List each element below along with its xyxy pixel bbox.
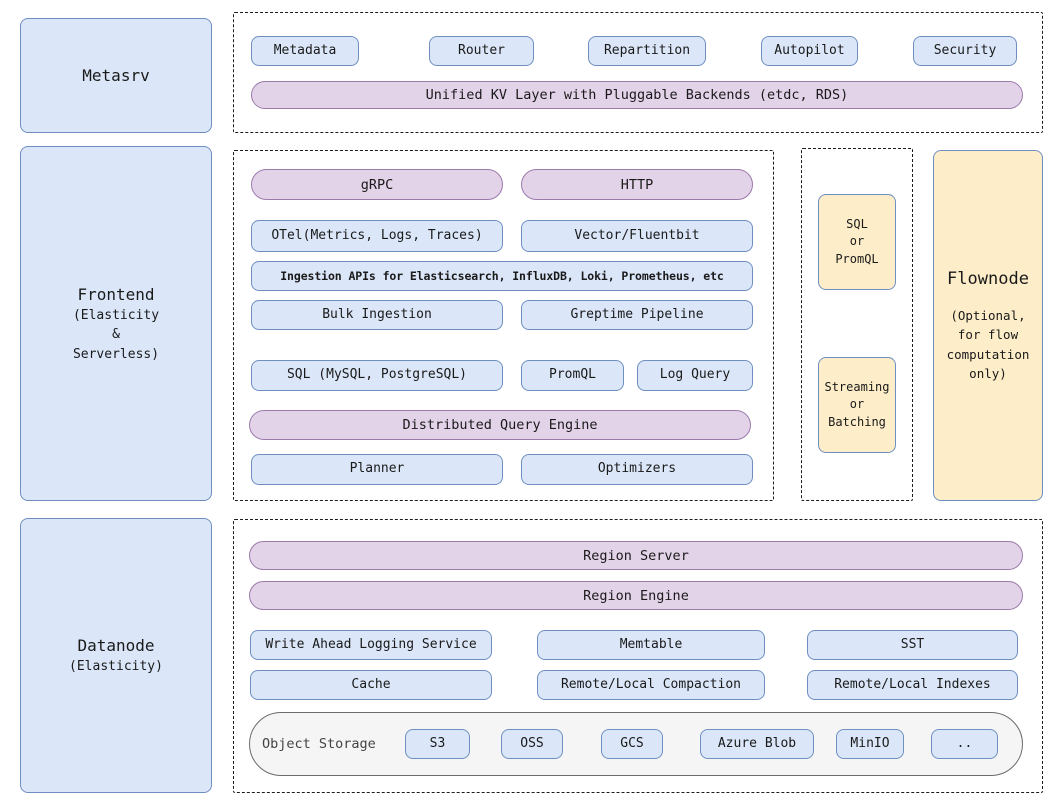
frontend-bulk-ingestion-label: Bulk Ingestion: [322, 306, 432, 322]
frontend-stage-label: Frontend: [77, 284, 155, 304]
metasrv-component-repartition[interactable]: Repartition: [588, 36, 706, 66]
datanode-stage-sub-1: (Elasticity): [69, 659, 163, 675]
flow-input-streaming-or-batching[interactable]: Streaming or Batching: [818, 357, 896, 453]
frontend-query-sql-label: SQL (MySQL, PostgreSQL): [286, 367, 467, 383]
object-storage-label: Object Storage: [262, 712, 376, 776]
datanode-compaction[interactable]: Remote/Local Compaction: [537, 670, 765, 700]
frontend-planner-label: Planner: [349, 461, 405, 477]
metasrv-kv-layer[interactable]: Unified KV Layer with Pluggable Backends…: [251, 81, 1023, 109]
datanode-sst-label: SST: [900, 636, 925, 652]
object-storage-backend-gcs[interactable]: GCS: [601, 729, 663, 759]
flownode-sub-3: computation: [946, 346, 1030, 362]
object-storage-label-text: Object Storage: [262, 736, 376, 752]
datanode-memtable-label: Memtable: [619, 636, 683, 652]
object-storage-backend-azure-blob-label: Azure Blob: [717, 735, 797, 751]
datanode-sst[interactable]: SST: [807, 630, 1018, 660]
flow-input-streaming-or-batching-line-2: or: [849, 397, 865, 412]
datanode-wal-service[interactable]: Write Ahead Logging Service: [250, 630, 492, 660]
metasrv-component-autopilot[interactable]: Autopilot: [761, 36, 858, 66]
flownode-sub-2: for flow: [957, 327, 1019, 343]
metasrv-component-metadata-label: Metadata: [273, 42, 337, 58]
frontend-protocol-http[interactable]: HTTP: [521, 169, 753, 200]
metasrv-panel: [233, 12, 1043, 133]
object-storage-backend-minio[interactable]: MinIO: [836, 729, 904, 759]
datanode-region-engine-label: Region Engine: [583, 587, 689, 604]
frontend-greptime-pipeline[interactable]: Greptime Pipeline: [521, 300, 753, 330]
flow-input-sql-or-promql-line-2: or: [849, 234, 865, 249]
datanode-memtable[interactable]: Memtable: [537, 630, 765, 660]
frontend-query-log-query[interactable]: Log Query: [637, 360, 753, 391]
datanode-stage-box: Datanode (Elasticity): [20, 518, 212, 793]
object-storage-backend-s3-label: S3: [429, 735, 446, 751]
datanode-indexes-label: Remote/Local Indexes: [834, 676, 991, 692]
frontend-ingestion-otel[interactable]: OTel(Metrics, Logs, Traces): [251, 220, 503, 252]
object-storage-backend-oss[interactable]: OSS: [501, 729, 563, 759]
datanode-panel: [233, 519, 1043, 793]
frontend-ingestion-apis[interactable]: Ingestion APIs for Elasticsearch, Influx…: [251, 261, 753, 291]
object-storage-backend-more-label: ..: [956, 735, 973, 751]
metasrv-stage-label: Metasrv: [82, 65, 150, 85]
datanode-compaction-label: Remote/Local Compaction: [560, 676, 741, 692]
datanode-cache-label: Cache: [351, 676, 391, 692]
metasrv-component-repartition-label: Repartition: [603, 42, 691, 58]
metasrv-component-security-label: Security: [933, 42, 997, 58]
flow-input-sql-or-promql[interactable]: SQL or PromQL: [818, 194, 896, 290]
frontend-optimizers-label: Optimizers: [597, 461, 677, 477]
datanode-region-server[interactable]: Region Server: [249, 541, 1023, 570]
frontend-stage-sub-2: &: [112, 327, 120, 343]
datanode-indexes[interactable]: Remote/Local Indexes: [807, 670, 1018, 700]
object-storage-backend-azure-blob[interactable]: Azure Blob: [700, 729, 814, 759]
frontend-stage-box: Frontend (Elasticity & Serverless): [20, 146, 212, 501]
frontend-protocol-grpc[interactable]: gRPC: [251, 169, 503, 200]
frontend-ingestion-vector-fluentbit[interactable]: Vector/Fluentbit: [521, 220, 753, 252]
frontend-protocol-grpc-label: gRPC: [360, 176, 394, 193]
frontend-query-promql[interactable]: PromQL: [521, 360, 624, 391]
frontend-stage-sub-1: (Elasticity: [72, 307, 160, 323]
flownode-sub-1: (Optional,: [950, 308, 1026, 324]
object-storage-backend-oss-label: OSS: [520, 735, 544, 751]
frontend-distributed-query-engine-label: Distributed Query Engine: [402, 417, 598, 433]
frontend-query-promql-label: PromQL: [549, 367, 596, 383]
datanode-wal-service-label: Write Ahead Logging Service: [265, 636, 477, 652]
frontend-panel: [233, 150, 774, 501]
object-storage-backend-more[interactable]: ..: [931, 729, 998, 759]
frontend-query-log-query-label: Log Query: [659, 367, 731, 383]
frontend-bulk-ingestion[interactable]: Bulk Ingestion: [251, 300, 503, 330]
metasrv-kv-layer-label: Unified KV Layer with Pluggable Backends…: [425, 87, 849, 103]
frontend-ingestion-vector-fluentbit-label: Vector/Fluentbit: [574, 227, 700, 243]
metasrv-component-metadata[interactable]: Metadata: [251, 36, 359, 66]
frontend-protocol-http-label: HTTP: [620, 176, 654, 193]
datanode-region-server-label: Region Server: [583, 547, 689, 564]
flow-input-sql-or-promql-line-3: PromQL: [835, 251, 879, 266]
metasrv-component-router-label: Router: [458, 42, 505, 58]
flow-input-streaming-or-batching-line-1: Streaming: [824, 379, 890, 394]
frontend-optimizers[interactable]: Optimizers: [521, 454, 753, 485]
metasrv-component-autopilot-label: Autopilot: [774, 42, 845, 58]
datanode-region-engine[interactable]: Region Engine: [249, 581, 1023, 610]
metasrv-component-router[interactable]: Router: [429, 36, 534, 66]
flownode-sub-4: only): [969, 366, 1007, 382]
metasrv-component-security[interactable]: Security: [913, 36, 1017, 66]
object-storage-backend-minio-label: MinIO: [850, 735, 890, 751]
object-storage-backend-s3[interactable]: S3: [405, 729, 470, 759]
frontend-stage-sub-3: Serverless): [72, 346, 160, 362]
frontend-query-sql[interactable]: SQL (MySQL, PostgreSQL): [251, 360, 503, 391]
flownode-title: Flownode: [947, 269, 1029, 290]
datanode-cache[interactable]: Cache: [250, 670, 492, 700]
frontend-ingestion-apis-label: Ingestion APIs for Elasticsearch, Influx…: [280, 268, 724, 283]
flow-input-sql-or-promql-line-1: SQL: [846, 216, 868, 231]
metasrv-stage-box: Metasrv: [20, 18, 212, 133]
object-storage-backend-gcs-label: GCS: [620, 735, 644, 751]
datanode-stage-label: Datanode: [77, 636, 155, 656]
frontend-greptime-pipeline-label: Greptime Pipeline: [570, 306, 704, 322]
frontend-distributed-query-engine[interactable]: Distributed Query Engine: [249, 410, 751, 440]
flownode-box[interactable]: Flownode (Optional, for flow computation…: [933, 150, 1043, 501]
flow-input-streaming-or-batching-line-3: Batching: [828, 414, 886, 429]
frontend-ingestion-otel-label: OTel(Metrics, Logs, Traces): [271, 227, 483, 243]
flow-input-panel: [801, 148, 913, 501]
frontend-planner[interactable]: Planner: [251, 454, 503, 485]
